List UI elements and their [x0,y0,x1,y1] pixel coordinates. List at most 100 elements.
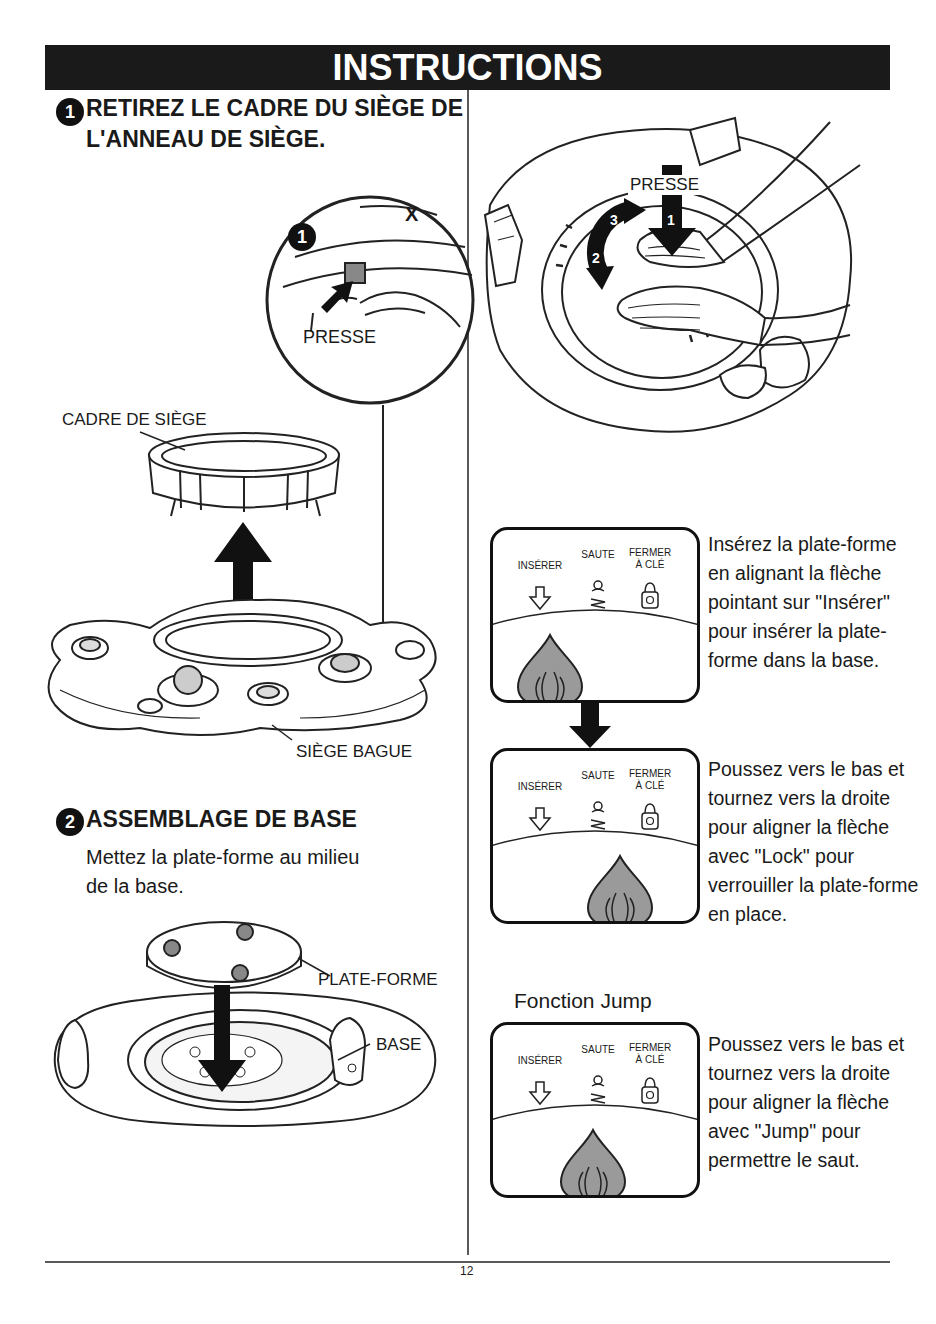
circle-shape [164,940,180,956]
circle-shape [174,666,202,694]
label: 3 [610,212,618,228]
path-shape [536,672,564,701]
base [55,993,436,1127]
label: Fonction Jump [514,989,652,1013]
node-text: X [405,203,418,226]
rect-shape [492,529,699,702]
label: 1 [667,212,675,228]
label: PLATE-FORME [318,970,438,990]
rect-shape [642,813,658,829]
node-text: PRESSE [303,327,376,348]
ellipse-shape [154,614,342,666]
ellipse-shape [72,637,108,659]
label: 12 [460,1265,473,1279]
node-text: SAUTE [574,549,622,561]
path-shape [283,268,472,287]
line-shape [180,470,181,508]
path-shape [628,304,700,330]
node-text: FERMER À CLÉ [627,1042,673,1066]
label: RETIREZ LE CADRE DU SIÈGE DE L'ANNEAU DE… [86,93,471,155]
platform [147,922,301,988]
label: 2 [592,250,600,266]
path-shape [485,205,522,286]
label-leader [338,1044,370,1060]
ellipse-shape [149,433,339,477]
path-shape [487,129,851,432]
path-shape [591,589,605,608]
label: CADRE DE SIÈGE [62,410,207,430]
circle-shape [267,197,473,403]
callout-leader [323,405,383,640]
ellipse-shape [80,639,100,651]
line-shape [200,474,201,510]
callout-circle: 1XPRESSE [265,195,475,405]
step-badge: 1 [56,98,84,126]
ellipse-shape [396,641,424,659]
path-shape [690,118,740,165]
path-shape [530,1082,550,1104]
path-shape [591,1084,605,1103]
ellipse-shape [166,621,330,659]
path-shape [591,810,605,829]
flow-arrow [569,703,611,748]
rect-shape [345,263,365,283]
path-shape [588,856,652,922]
label: BASE [376,1035,421,1055]
indicator-panel: INSÉRERSAUTEFERMER À CLÉ [490,527,700,703]
path-shape [760,305,850,345]
node-text: FERMER À CLÉ [627,768,673,792]
indicator-panel: INSÉRERSAUTEFERMER À CLÉ [490,748,700,924]
label: Mettez la plate-forme au milieu de la ba… [86,843,376,901]
circle-shape [190,1047,200,1057]
path-shape [49,600,436,735]
ellipse-shape [162,441,326,471]
path-shape [530,587,550,609]
base-press-illustration [485,118,860,432]
path-shape [561,1130,625,1196]
circle-shape [647,597,654,604]
node-text: INSÉRER [512,781,568,793]
circle-shape [647,1092,654,1099]
turn-arrowhead [624,198,646,224]
circle-shape [232,965,248,981]
ellipse-shape [319,654,371,682]
seat-ring [49,600,436,735]
ellipse-shape [138,699,162,713]
label: Poussez vers le bas et tournez vers la d… [708,755,923,929]
circle-shape [348,1064,356,1072]
node-text: INSÉRER [512,1055,568,1067]
node-text: INSÉRER [512,560,568,572]
circle-shape [594,802,602,810]
path-shape [720,365,766,398]
ellipse-shape [147,922,301,982]
line-shape [287,474,288,510]
path-shape [171,500,320,516]
label: SIÈGE BAGUE [296,742,412,762]
ellipse-shape [248,683,288,705]
turn-arrow [595,210,628,272]
path-shape [618,287,765,346]
turn-arrowhead [586,266,614,290]
rect-shape [642,1087,658,1103]
polygon-shape [321,281,353,313]
insert-arrow [198,985,246,1092]
path-shape [295,240,465,257]
label: Poussez vers le bas et tournez vers la d… [708,1030,923,1175]
step-badge: 2 [56,808,84,836]
seat-frame [149,433,339,516]
label-leader [272,725,292,740]
label: Insérez la plate-forme en alignant la fl… [708,530,923,675]
ellipse-shape [257,686,279,698]
circle-shape [245,1047,255,1057]
line-shape [307,470,308,508]
label: ASSEMBLAGE DE BASE [86,806,466,832]
g-shape [492,1105,698,1196]
circle-shape [594,1076,602,1084]
path-shape [60,690,425,718]
path-shape [606,893,634,922]
path-shape [330,1018,365,1085]
ellipse-shape [331,654,359,672]
path-shape [360,206,437,215]
label-leader [140,432,185,450]
